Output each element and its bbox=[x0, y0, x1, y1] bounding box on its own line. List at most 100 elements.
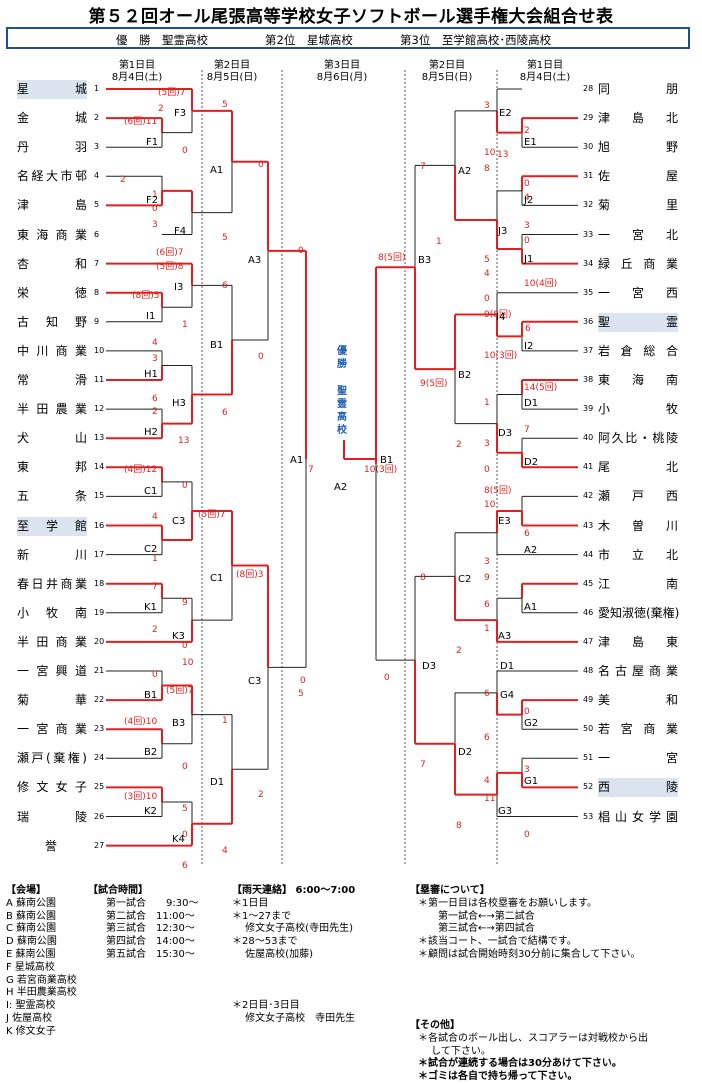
match-label: F2 bbox=[146, 195, 159, 206]
seed-number: 8 bbox=[94, 287, 100, 297]
team-name: 愛知淑徳(棄権) bbox=[598, 605, 680, 620]
score: 3 bbox=[524, 221, 530, 231]
score: 0 bbox=[384, 673, 390, 683]
score: (8回)3 bbox=[236, 570, 264, 580]
score: (3回)10 bbox=[124, 792, 158, 802]
team-name: 一宮 bbox=[598, 751, 678, 766]
match-label: G1 bbox=[524, 776, 539, 787]
match-label: G2 bbox=[524, 718, 539, 729]
match-label: G4 bbox=[500, 690, 515, 701]
seed-number: 50 bbox=[583, 724, 594, 734]
team-name: 津島 bbox=[17, 198, 87, 213]
score: 0 bbox=[182, 146, 188, 156]
score: 0 bbox=[300, 676, 306, 686]
team-name: 市立北 bbox=[598, 547, 678, 562]
seed-number: 49 bbox=[583, 695, 594, 705]
score: (5回)8 bbox=[156, 262, 184, 272]
team-name: 中川商業 bbox=[17, 343, 87, 358]
match-label: K1 bbox=[144, 602, 157, 613]
seed-number: 5 bbox=[94, 200, 100, 210]
match-label: A1 bbox=[524, 602, 538, 613]
match-label: J3 bbox=[498, 226, 508, 237]
seed-number: 18 bbox=[94, 578, 105, 588]
score: 2 bbox=[152, 407, 158, 417]
score: 6 bbox=[182, 861, 188, 871]
team-name: 佐屋 bbox=[598, 169, 678, 184]
score: 10 bbox=[484, 148, 496, 158]
match-label: I3 bbox=[174, 282, 184, 293]
umpire-section: 【塁審について】 ＊第一日目は各校塁審をお願いします。 第一試合←→第二試合 第… bbox=[410, 885, 641, 960]
score: 8(5回) bbox=[378, 253, 406, 263]
match-label: D1 bbox=[210, 777, 225, 788]
seed-number: 17 bbox=[94, 549, 105, 559]
score: 0 bbox=[152, 204, 158, 214]
rain-contact-section: 【雨天連絡】 6:00～7:00 ＊1日目＊1～27まで 修文女子高校(寺田先生… bbox=[232, 885, 356, 1024]
score: 1 bbox=[436, 237, 442, 247]
match-label: A1 bbox=[210, 165, 224, 176]
score: 8(5回) bbox=[484, 486, 512, 496]
score: 1 bbox=[484, 398, 490, 408]
match-label: I2 bbox=[524, 341, 534, 352]
score: 0 bbox=[524, 179, 530, 189]
team-name: 西陵 bbox=[598, 778, 678, 798]
match-label: A3 bbox=[498, 631, 512, 642]
seed-number: 32 bbox=[583, 200, 594, 210]
team-name: 東海商業 bbox=[17, 227, 87, 242]
score: 3 bbox=[524, 765, 530, 775]
match-label: H1 bbox=[144, 369, 158, 380]
seed-number: 33 bbox=[583, 229, 594, 239]
score: 4 bbox=[484, 776, 490, 786]
team-name: 杏和 bbox=[17, 256, 87, 271]
seed-number: 20 bbox=[94, 636, 105, 646]
score: 9 bbox=[484, 573, 490, 583]
match-label: C2 bbox=[458, 574, 472, 585]
match-label: A2 bbox=[334, 482, 348, 493]
team-name: 名古屋商業 bbox=[598, 664, 678, 678]
team-name: 春日井商業 bbox=[17, 576, 87, 591]
match-label: D3 bbox=[498, 428, 513, 439]
seed-number: 51 bbox=[583, 753, 594, 763]
score: 4 bbox=[524, 193, 530, 203]
seed-number: 9 bbox=[94, 316, 100, 326]
seed-number: 2 bbox=[94, 113, 100, 123]
team-name: 金城 bbox=[17, 111, 87, 126]
seed-number: 16 bbox=[94, 520, 105, 530]
seed-number: 44 bbox=[583, 549, 594, 559]
score: 3 bbox=[484, 439, 490, 449]
team-name: 半田商業 bbox=[17, 634, 87, 649]
seed-number: 45 bbox=[583, 578, 594, 588]
score: 3 bbox=[484, 101, 490, 111]
team-name: 阿久比・桃陵 bbox=[598, 431, 678, 446]
score: 9 bbox=[182, 598, 188, 608]
match-label: F3 bbox=[174, 108, 187, 119]
score: 5 bbox=[298, 689, 304, 699]
seed-number: 42 bbox=[583, 491, 594, 501]
score: 5 bbox=[222, 233, 228, 243]
seed-number: 28 bbox=[583, 84, 594, 93]
team-name: 瑞陵 bbox=[17, 809, 87, 824]
score: 4 bbox=[152, 512, 158, 522]
match-label: C1 bbox=[210, 573, 224, 584]
score: 0 bbox=[182, 641, 188, 651]
score: 0 bbox=[484, 465, 490, 475]
team-name: 一宮北 bbox=[598, 227, 678, 242]
score: 13 bbox=[497, 150, 509, 160]
team-name: 栄徳 bbox=[17, 285, 87, 300]
second-place-text: 第2位 星城高校 bbox=[265, 33, 353, 47]
match-label: D2 bbox=[458, 747, 473, 758]
team-name: 小牧 bbox=[598, 402, 678, 417]
score: 1 bbox=[152, 554, 158, 564]
score: 8 bbox=[484, 164, 490, 174]
match-label: K2 bbox=[144, 806, 157, 817]
seed-number: 48 bbox=[583, 666, 594, 675]
team-name: 美和 bbox=[598, 693, 678, 708]
champion-text: 優 勝 聖霊高校 bbox=[116, 33, 208, 47]
seed-number: 6 bbox=[94, 229, 100, 239]
score: (6回)11 bbox=[124, 117, 158, 127]
seed-number: 21 bbox=[94, 666, 105, 675]
score: 3 bbox=[152, 220, 158, 230]
score: 9(8回) bbox=[484, 310, 512, 320]
seed-number: 11 bbox=[94, 375, 105, 384]
team-name: 津島東 bbox=[598, 634, 678, 649]
